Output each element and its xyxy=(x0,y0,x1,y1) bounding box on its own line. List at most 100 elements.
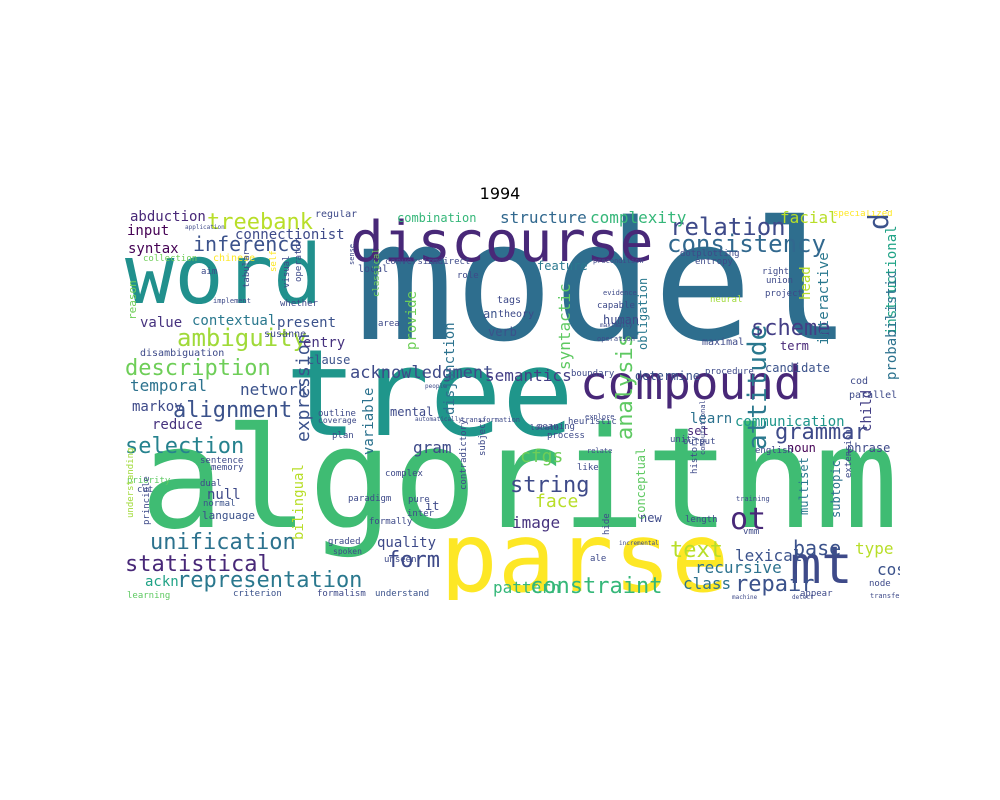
word-appear: appear xyxy=(800,589,833,599)
word-project: project xyxy=(765,289,803,299)
word-tags: tags xyxy=(497,295,522,306)
word-communication: communication xyxy=(735,414,845,430)
word-facial: facial xyxy=(780,210,838,227)
word-network: network xyxy=(240,380,308,399)
word-mental: mental xyxy=(390,405,434,419)
word-language: language xyxy=(202,509,255,522)
word-an: an xyxy=(483,307,498,321)
word-collection: collection xyxy=(143,254,198,264)
word-mt: mt xyxy=(790,536,853,596)
word-outline: outline xyxy=(318,409,356,419)
word-explore: explore xyxy=(585,413,615,421)
word-learning: learning xyxy=(127,591,171,601)
word-string: string xyxy=(510,473,590,498)
word-algorithm: algorithm xyxy=(140,398,899,561)
word-neural: neural xyxy=(710,295,743,305)
word-syntax: syntax xyxy=(128,241,179,257)
word-quality: quality xyxy=(377,535,437,551)
word-right: right xyxy=(762,267,790,277)
word-scheme: scheme xyxy=(751,316,831,341)
word-entropy: entropy xyxy=(695,257,733,267)
word-conceptual: conceptual xyxy=(634,447,648,520)
word-parallel: parallel xyxy=(849,390,898,401)
word-precondition: precondition xyxy=(593,257,644,265)
word-english: english xyxy=(755,446,793,456)
word-cfgs: cfgs xyxy=(520,446,564,467)
word-pure: pure xyxy=(408,495,430,505)
word-self: self xyxy=(269,250,279,272)
word-indirect: indirect xyxy=(427,257,471,267)
word-form: form xyxy=(387,548,440,573)
word-formally: formally xyxy=(369,517,413,527)
word-maximal: maximal xyxy=(702,337,745,348)
word-maximally: maximally xyxy=(600,322,633,329)
word-incremental: incremental xyxy=(619,540,659,547)
word-understanding: understanding xyxy=(126,447,136,518)
word-face: face xyxy=(535,491,579,512)
word-constraint: constraint xyxy=(530,574,663,599)
word-feature: feature xyxy=(537,259,588,273)
word-node: node xyxy=(869,579,891,589)
word-chinese: chinese xyxy=(213,253,256,264)
word-new: new xyxy=(640,511,662,525)
word-cod: cod xyxy=(850,376,869,387)
word-candidate: candidate xyxy=(765,361,831,375)
word-model: model xyxy=(355,210,852,378)
word-set: set xyxy=(687,424,709,438)
word-people: people xyxy=(425,383,447,390)
word-compound: compound xyxy=(580,356,802,410)
word-analysis: analysis xyxy=(613,334,638,440)
word-hide: hide xyxy=(602,513,612,535)
word-present: present xyxy=(277,315,337,331)
word-reason: reason xyxy=(126,280,139,320)
word-parse: parse xyxy=(440,502,729,600)
word-machine: machine xyxy=(732,594,758,601)
word-representation: representation xyxy=(177,568,363,593)
word-unification: unification xyxy=(150,530,296,555)
word-plan: plan xyxy=(332,431,354,441)
word-pattern: pattern xyxy=(493,578,561,597)
word-subject: subject xyxy=(478,418,488,456)
word-extension: extension xyxy=(844,429,854,478)
word-ambiguity: ambiguity xyxy=(177,324,308,352)
word-semantics: semantics xyxy=(485,366,572,385)
word-entry: entry xyxy=(303,335,346,351)
word-principle: principle xyxy=(142,476,152,525)
word-ot: ot xyxy=(730,502,767,537)
page-title: 1994 xyxy=(479,184,521,203)
word-contradictory: contradictory xyxy=(459,419,469,490)
word-interactive: interactive xyxy=(816,252,832,345)
word-regular: regular xyxy=(315,210,358,220)
word-treebank: treebank xyxy=(207,210,313,235)
word-specialized: specialized xyxy=(833,210,893,219)
word-classical: classical xyxy=(372,248,382,297)
word-image: image xyxy=(512,513,561,532)
word-term: term xyxy=(780,339,809,353)
word-relation: relation xyxy=(670,213,786,241)
word-local: local xyxy=(358,264,389,275)
word-relate: relate xyxy=(587,447,613,455)
word-grammar: grammar xyxy=(775,420,868,445)
word-ale: ale xyxy=(590,554,607,564)
word-priority: priority xyxy=(127,476,171,486)
word-lexical: lexical xyxy=(735,546,803,565)
word-recursive: recursive xyxy=(695,558,782,577)
word-temporal: temporal xyxy=(130,376,208,395)
word-type: type xyxy=(855,539,894,558)
word-obligation: obligation xyxy=(636,277,650,350)
word-input: input xyxy=(127,223,170,239)
word-heuristic: heuristic xyxy=(568,417,617,427)
word-syntactic: syntactic xyxy=(555,283,574,370)
word-unit: unit xyxy=(670,435,692,445)
word-role: role xyxy=(457,271,479,281)
word-it: it xyxy=(425,499,440,513)
word-abduction: abduction xyxy=(130,210,206,225)
word-normal: normal xyxy=(203,499,236,509)
word-probabilistic: probabilistic xyxy=(884,270,900,380)
word-graded: graded xyxy=(328,537,361,547)
word-discourse: discourse xyxy=(350,210,654,275)
word-procedure: procedure xyxy=(705,367,754,377)
word-operator: operator xyxy=(294,238,304,282)
word-provide: provide xyxy=(404,290,420,350)
